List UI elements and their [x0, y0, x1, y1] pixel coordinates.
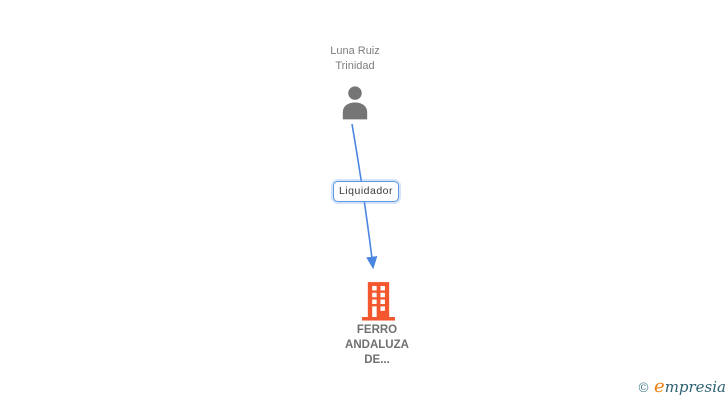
person-icon[interactable]	[340, 85, 370, 120]
company-building-icon[interactable]	[362, 282, 395, 321]
brand-name: mpresia	[664, 378, 726, 396]
copyright-icon: ©	[637, 381, 651, 396]
company-node-label[interactable]: FERRO ANDALUZA DE...	[345, 324, 409, 366]
person-node-label[interactable]: Luna Ruiz Trinidad	[330, 45, 380, 72]
brand-initial: e	[654, 376, 665, 397]
empresia-watermark: © e mpresia	[637, 376, 726, 398]
edge-label-liquidador[interactable]: Liquidador	[333, 181, 399, 202]
